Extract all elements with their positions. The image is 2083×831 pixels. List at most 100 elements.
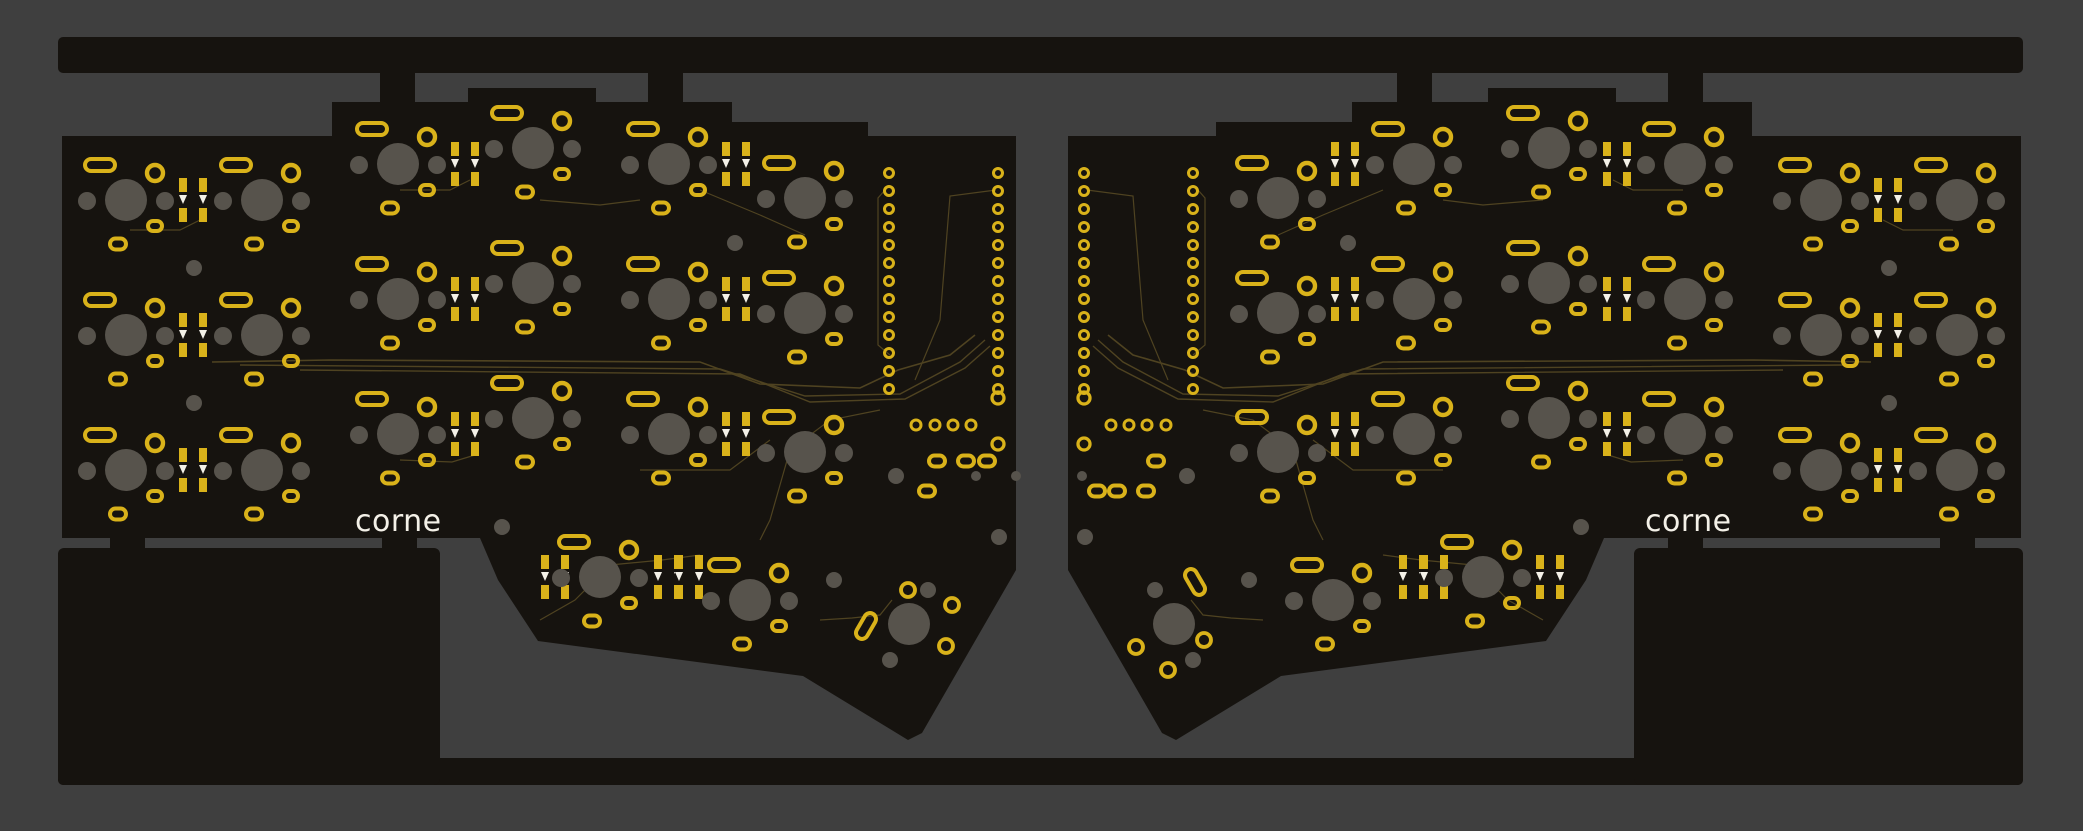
switch-pin-pad [416, 396, 438, 418]
switch-peg-hole [1444, 291, 1462, 309]
switch-center-hole [105, 314, 147, 356]
hotswap-pad [1914, 292, 1948, 308]
switch-center-hole [784, 431, 826, 473]
led-pad [732, 636, 752, 652]
switch-pin-pad [687, 126, 709, 148]
mcu-pin [883, 257, 895, 269]
switch-pin-pad [1703, 396, 1725, 418]
hotswap-pad [762, 409, 796, 425]
mcu-pin [1187, 383, 1199, 395]
mcu-pin [992, 347, 1004, 359]
led-pad [1531, 184, 1551, 200]
switch-peg-hole [1513, 569, 1531, 587]
switch-peg-hole [621, 156, 639, 174]
switch-pin-pad [416, 126, 438, 148]
switch-pin-pad [551, 110, 573, 132]
mcu-pin [992, 311, 1004, 323]
led-pad [1977, 219, 1995, 233]
mcu-pin [990, 436, 1006, 452]
breakaway-tabs [110, 70, 1975, 552]
switch-peg-hole [699, 291, 717, 309]
switch-peg-hole [292, 327, 310, 345]
switch-peg-hole [350, 426, 368, 444]
hotswap-pad [1914, 427, 1948, 443]
trrs-pad [928, 418, 942, 432]
switch-peg-hole [78, 327, 96, 345]
hotswap-pad [1235, 409, 1269, 425]
copper-trace [1092, 345, 1784, 403]
switch-peg-hole [78, 462, 96, 480]
hotswap-pad [1914, 157, 1948, 173]
via [971, 471, 981, 481]
switch-peg-hole [1444, 426, 1462, 444]
switch-pin-pad [1567, 245, 1589, 267]
led-pad [1841, 489, 1859, 503]
mcu-pin [883, 185, 895, 197]
mcu-pin [1078, 185, 1090, 197]
switch-pin-pad [1501, 539, 1523, 561]
switch-center-hole [377, 278, 419, 320]
switch-peg-hole [1308, 444, 1326, 462]
copper-trace [914, 189, 997, 381]
mcu-pin [883, 293, 895, 305]
led-pad [1260, 349, 1280, 365]
switch-peg-hole [780, 592, 798, 610]
copper-trace [299, 345, 991, 403]
led-pad [380, 470, 400, 486]
switch-peg-hole [156, 462, 174, 480]
switch-peg-hole [1579, 275, 1597, 293]
diode-footprint [179, 313, 207, 357]
diode-footprint [179, 178, 207, 222]
switch-peg-hole [1987, 327, 2005, 345]
led-pad [1841, 354, 1859, 368]
switch-pin-pad [280, 297, 302, 319]
switch-pin-pad [618, 539, 640, 561]
led-pad [1465, 613, 1485, 629]
led-pad [787, 234, 807, 250]
switch-peg-hole [621, 291, 639, 309]
hotswap-pad [1235, 270, 1269, 286]
switch-peg-hole [350, 156, 368, 174]
trrs-pad [909, 418, 923, 432]
hotswap-pad [83, 157, 117, 173]
diode-footprint [1874, 448, 1902, 492]
hotswap-pad [762, 155, 796, 171]
copper-trace [699, 189, 806, 236]
switch-center-hole [729, 579, 771, 621]
diode-footprint [179, 448, 207, 492]
mcu-pin [992, 239, 1004, 251]
copper-trace [1107, 334, 1872, 389]
mcu-pin [1187, 185, 1199, 197]
switch-peg-hole [1715, 426, 1733, 444]
switch-center-hole [1664, 278, 1706, 320]
hotswap-pad [83, 292, 117, 308]
switch-peg-hole [1851, 192, 1869, 210]
switch-peg-hole [214, 327, 232, 345]
switch-center-hole [1800, 449, 1842, 491]
switch-center-hole [512, 127, 554, 169]
hotswap-pad [219, 157, 253, 173]
mounting-hole [186, 395, 202, 411]
led-pad [108, 236, 128, 252]
hotswap-pad [355, 121, 389, 137]
led-pad [1667, 470, 1687, 486]
oval-pad [1107, 483, 1127, 499]
top-rail [58, 37, 2023, 73]
switch-peg-hole [1579, 410, 1597, 428]
mcu-pin [883, 203, 895, 215]
led-pad [1396, 470, 1416, 486]
led-pad [1667, 200, 1687, 216]
mcu-pin [883, 275, 895, 287]
switch-peg-hole [563, 140, 581, 158]
plated-hole [943, 596, 961, 614]
switch-center-hole [1800, 179, 1842, 221]
led-pad [825, 332, 843, 346]
switch-center-hole [241, 314, 283, 356]
led-pad [1939, 236, 1959, 252]
switch-peg-hole [1773, 327, 1791, 345]
led-pad [825, 471, 843, 485]
switch-peg-hole [621, 426, 639, 444]
switch-center-hole [648, 413, 690, 455]
mcu-pin [1078, 347, 1090, 359]
switch-peg-hole [563, 275, 581, 293]
